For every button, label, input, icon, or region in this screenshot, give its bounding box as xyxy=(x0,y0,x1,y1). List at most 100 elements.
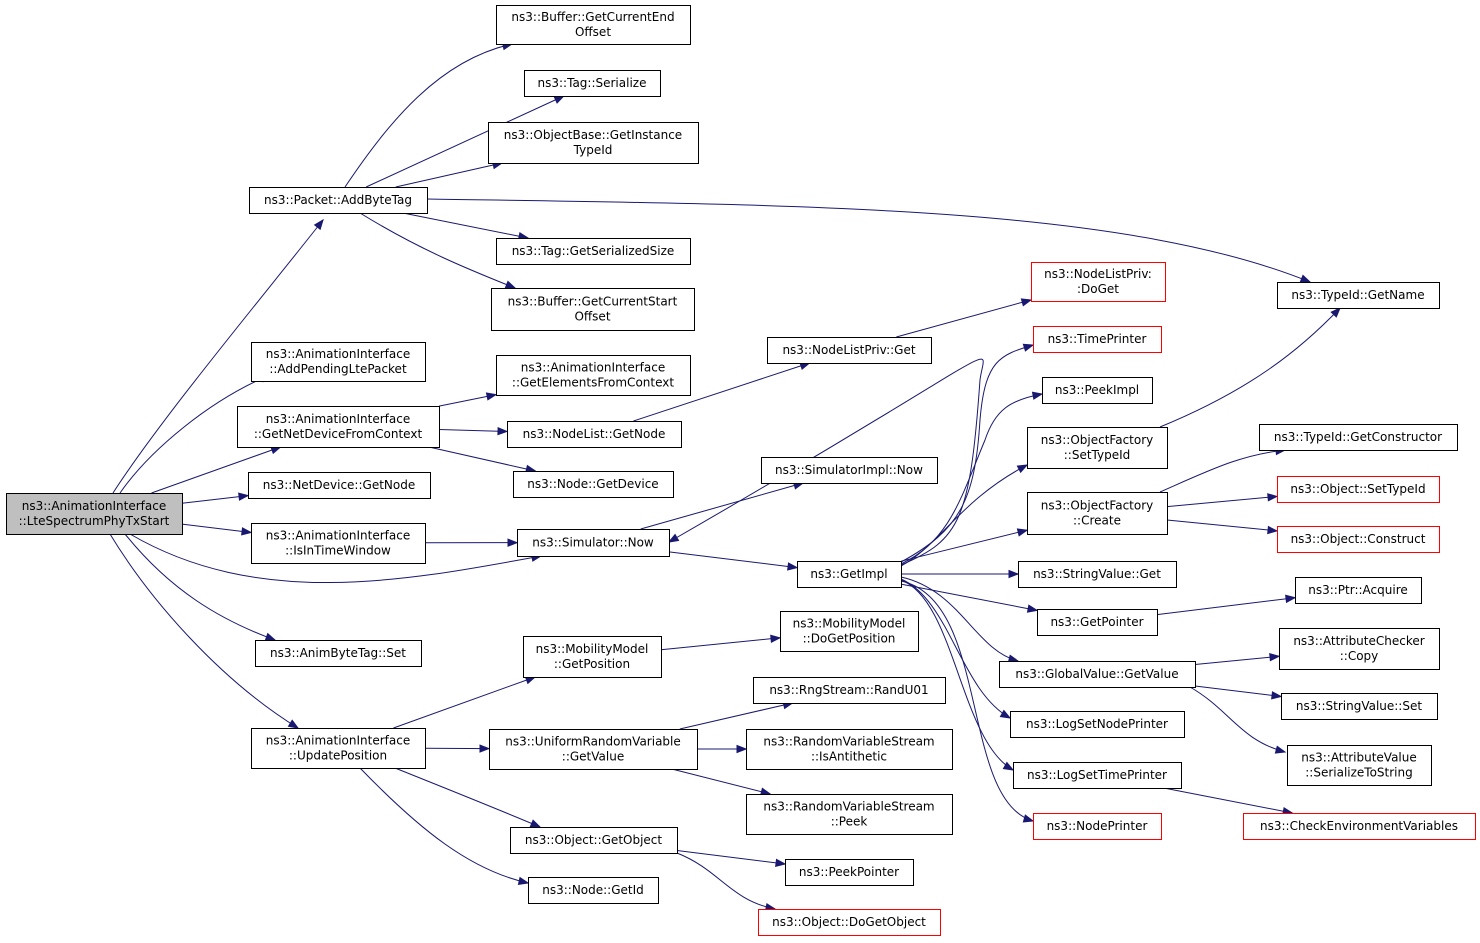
node-box xyxy=(785,859,914,886)
node-ptrAcquire[interactable]: ns3::Ptr::Acquire xyxy=(1295,577,1422,604)
node-box xyxy=(496,5,691,45)
node-getNetDevice[interactable]: ns3::AnimationInterface::GetNetDeviceFro… xyxy=(237,406,440,448)
node-logSetNodePrinter[interactable]: ns3::LogSetNodePrinter xyxy=(1010,711,1185,738)
node-objDoGetObject[interactable]: ns3::Object::DoGetObject xyxy=(758,909,941,936)
node-strValGet[interactable]: ns3::StringValue::Get xyxy=(1018,561,1177,588)
node-animByteTagSet[interactable]: ns3::AnimByteTag::Set xyxy=(255,640,422,667)
node-rvsPeek[interactable]: ns3::RandomVariableStream::Peek xyxy=(746,794,953,835)
node-tagGetSize[interactable]: ns3::Tag::GetSerializedSize xyxy=(496,238,691,265)
node-getElements[interactable]: ns3::AnimationInterface::GetElementsFrom… xyxy=(496,355,691,396)
node-isInTimeWindow[interactable]: ns3::AnimationInterface::IsInTimeWindow xyxy=(251,523,426,564)
node-checkEnvVars[interactable]: ns3::CheckEnvironmentVariables xyxy=(1243,813,1476,840)
node-logSetTimePrinter[interactable]: ns3::LogSetTimePrinter xyxy=(1013,762,1182,789)
edge-updatePosition-to-mobGetPosition xyxy=(393,676,537,729)
node-netDevGetNode[interactable]: ns3::NetDevice::GetNode xyxy=(248,472,431,499)
node-updatePosition[interactable]: ns3::AnimationInterface::UpdatePosition xyxy=(251,728,426,769)
node-urvGetValue[interactable]: ns3::UniformRandomVariable::GetValue xyxy=(489,729,698,770)
edges-layer xyxy=(109,41,1341,912)
node-attrCheckerCopy[interactable]: ns3::AttributeChecker::Copy xyxy=(1279,628,1440,670)
node-simImplNow[interactable]: ns3::SimulatorImpl::Now xyxy=(761,457,938,484)
node-nodeGetDevice[interactable]: ns3::Node::GetDevice xyxy=(513,471,674,498)
node-simNow[interactable]: ns3::Simulator::Now xyxy=(517,529,670,557)
node-box xyxy=(510,827,678,854)
edge-addByteTag-to-bufGetEnd xyxy=(344,41,514,188)
node-label: ns3::Tag::GetSerializedSize xyxy=(512,244,675,258)
node-box xyxy=(507,421,682,448)
node-label: ns3::Tag::Serialize xyxy=(538,76,647,90)
node-mobDoGetPosition[interactable]: ns3::MobilityModel::DoGetPosition xyxy=(780,611,919,652)
arrowhead xyxy=(507,538,519,547)
node-rvsIsAntithetic[interactable]: ns3::RandomVariableStream::IsAntithetic xyxy=(746,729,953,770)
node-label: ns3::GetImpl xyxy=(810,567,887,581)
node-tagSerialize[interactable]: ns3::Tag::Serialize xyxy=(524,70,661,97)
node-ofCreate[interactable]: ns3::ObjectFactory::Create xyxy=(1027,492,1168,535)
node-strValSet[interactable]: ns3::StringValue::Set xyxy=(1281,693,1438,720)
node-box xyxy=(1277,476,1440,503)
arrowhead xyxy=(1330,307,1341,318)
node-peekImpl[interactable]: ns3::PeekImpl xyxy=(1042,377,1153,404)
arrowhead xyxy=(770,634,782,643)
node-label: ns3::RngStream::RandU01 xyxy=(769,683,928,697)
edge-getNetDevice-to-nodeGetDevice xyxy=(428,446,537,474)
node-getImpl[interactable]: ns3::GetImpl xyxy=(797,561,902,588)
node-label: ns3::SimulatorImpl::Now xyxy=(775,463,923,477)
edge-root-to-addByteTag xyxy=(112,218,324,494)
node-box xyxy=(517,529,670,557)
edge-updatePosition-to-urvGetValue xyxy=(424,744,491,753)
node-typeIdGetCtor[interactable]: ns3::TypeId::GetConstructor xyxy=(1259,424,1458,451)
node-box xyxy=(761,457,938,484)
node-box xyxy=(1033,813,1162,840)
node-ofSetTypeId[interactable]: ns3::ObjectFactory::SetTypeId xyxy=(1027,427,1168,469)
node-objSetTypeId[interactable]: ns3::Object::SetTypeId xyxy=(1277,476,1440,503)
node-box xyxy=(1013,762,1182,789)
node-box xyxy=(251,342,426,382)
node-gvGetValue[interactable]: ns3::GlobalValue::GetValue xyxy=(999,661,1196,688)
node-box xyxy=(255,640,422,667)
node-label: ns3::Simulator::Now xyxy=(532,536,654,550)
node-box xyxy=(1010,711,1185,738)
node-box xyxy=(746,729,953,770)
node-nodePrinter[interactable]: ns3::NodePrinter xyxy=(1033,813,1162,840)
node-peekPointer[interactable]: ns3::PeekPointer xyxy=(785,859,914,886)
node-box xyxy=(251,728,426,769)
node-label: ns3::NetDevice::GetNode xyxy=(263,478,415,492)
nodes-layer: ns3::AnimationInterface::LteSpectrumPhyT… xyxy=(6,5,1476,936)
edge-urvGetValue-to-rngRandU01 xyxy=(679,701,794,730)
edge-root-to-updatePosition xyxy=(109,533,300,729)
node-attrValSerialize[interactable]: ns3::AttributeValue::SerializeToString xyxy=(1287,745,1432,786)
node-label: TypeId xyxy=(573,143,613,157)
node-addPendingLte[interactable]: ns3::AnimationInterface::AddPendingLtePa… xyxy=(251,342,426,382)
node-box xyxy=(491,288,695,331)
node-addByteTag[interactable]: ns3::Packet::AddByteTag xyxy=(249,187,428,214)
node-nodeGetId[interactable]: ns3::Node::GetId xyxy=(528,877,659,904)
node-box xyxy=(746,794,953,835)
node-box xyxy=(249,187,428,214)
node-root[interactable]: ns3::AnimationInterface::LteSpectrumPhyT… xyxy=(6,493,183,535)
node-box xyxy=(1027,427,1168,469)
node-mobGetPosition[interactable]: ns3::MobilityModel::GetPosition xyxy=(523,636,662,678)
arrowhead xyxy=(736,744,748,754)
node-typeIdGetName[interactable]: ns3::TypeId::GetName xyxy=(1277,282,1440,309)
edge-logSetTimePrinter-to-checkEnvVars xyxy=(1163,787,1294,816)
arrowhead xyxy=(1016,464,1029,474)
node-nodeListPrivDoGet[interactable]: ns3::NodeListPriv::DoGet xyxy=(1031,262,1166,302)
edge-getNetDevice-to-nodeListGetNode xyxy=(438,426,509,436)
arrowhead xyxy=(1002,761,1015,771)
edge-urvGetValue-to-rvsPeek xyxy=(671,768,772,796)
node-rngRandU01[interactable]: ns3::RngStream::RandU01 xyxy=(753,677,946,704)
edge-root-to-netDevGetNode xyxy=(181,492,250,504)
node-objGetObject[interactable]: ns3::Object::GetObject xyxy=(510,827,678,854)
node-nodeListPrivGet[interactable]: ns3::NodeListPriv::Get xyxy=(767,337,932,364)
node-getPointer[interactable]: ns3::GetPointer xyxy=(1037,609,1158,636)
node-timePrinter[interactable]: ns3::TimePrinter xyxy=(1033,326,1162,353)
node-box xyxy=(6,493,183,535)
node-box xyxy=(496,238,691,265)
node-label: ns3::CheckEnvironmentVariables xyxy=(1260,819,1458,833)
node-box xyxy=(1281,693,1438,720)
node-nodeListGetNode[interactable]: ns3::NodeList::GetNode xyxy=(507,421,682,448)
node-objConstruct[interactable]: ns3::Object::Construct xyxy=(1277,526,1440,553)
